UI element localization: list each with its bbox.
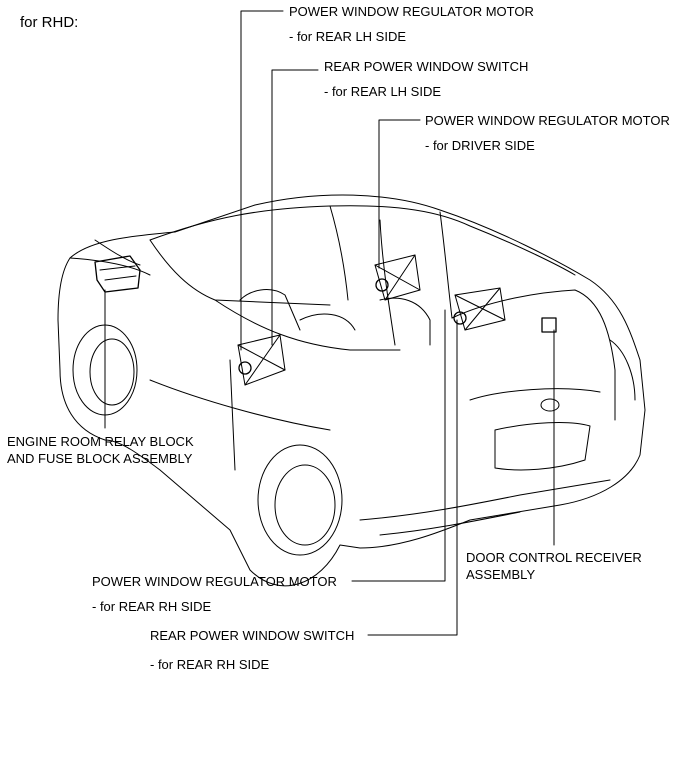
label-rpws-rear-lh: REAR POWER WINDOW SWITCH (324, 59, 529, 74)
label-pwrm-rear-rh-sub: - for REAR RH SIDE (92, 599, 212, 614)
label-door-receiver-line1: DOOR CONTROL RECEIVER (466, 550, 642, 565)
label-pwrm-rear-lh-sub: - for REAR LH SIDE (289, 29, 407, 44)
leader-lines (104, 10, 555, 636)
rear-wheel (257, 444, 343, 556)
diagram-heading: for RHD: (20, 14, 79, 31)
label-relay-block-line1: ENGINE ROOM RELAY BLOCK (7, 434, 194, 449)
door-control-receiver-icon (541, 317, 557, 333)
label-rpws-rear-rh: REAR POWER WINDOW SWITCH (150, 628, 355, 643)
label-rpws-rear-rh-sub: - for REAR RH SIDE (150, 657, 270, 672)
label-relay-block-line2: AND FUSE BLOCK ASSEMBLY (7, 451, 193, 466)
regulator-motor-driver-icon (374, 254, 421, 301)
label-rpws-rear-lh-sub: - for REAR LH SIDE (324, 84, 442, 99)
label-door-receiver-line2: ASSEMBLY (466, 567, 536, 582)
regulator-motor-rear-rh-icon (453, 287, 506, 331)
regulator-motor-rear-lh-icon (237, 334, 286, 386)
relay-block-icon (94, 255, 141, 293)
label-pwrm-driver: POWER WINDOW REGULATOR MOTOR (425, 113, 670, 128)
label-pwrm-driver-sub: - for DRIVER SIDE (425, 138, 535, 153)
label-pwrm-rear-rh: POWER WINDOW REGULATOR MOTOR (92, 574, 337, 589)
vehicle-body (57, 194, 646, 587)
label-pwrm-rear-lh: POWER WINDOW REGULATOR MOTOR (289, 4, 534, 19)
